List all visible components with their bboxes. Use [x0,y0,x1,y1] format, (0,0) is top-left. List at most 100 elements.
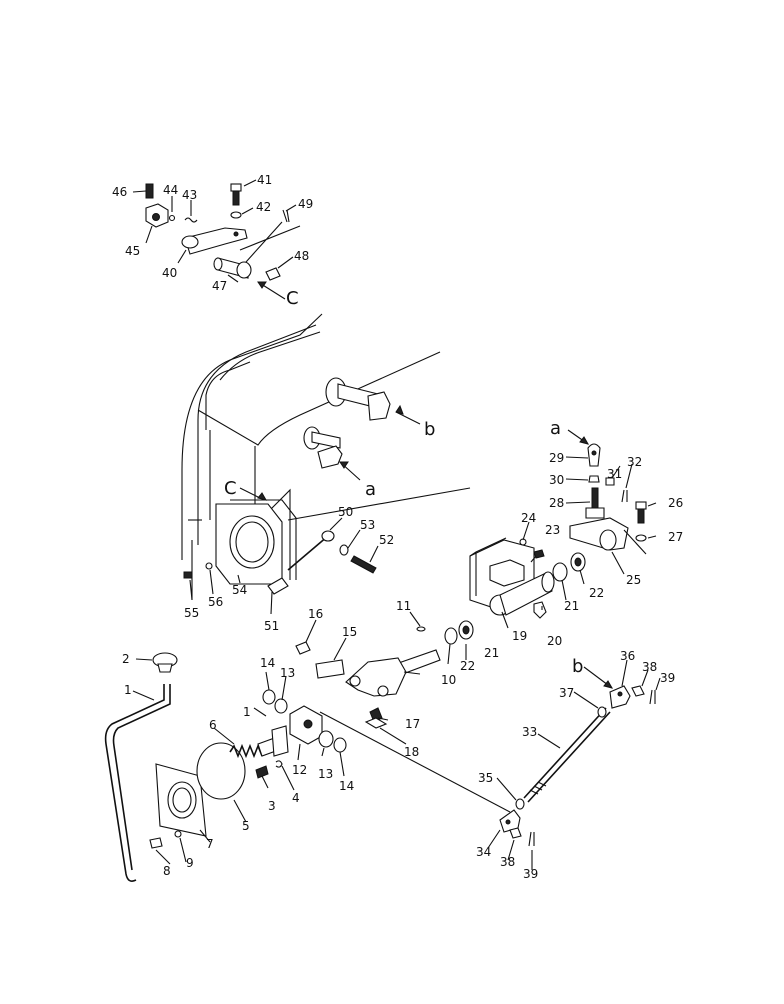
callout-36: 36 [620,649,635,663]
long-rod-line [319,711,511,813]
part-54-hole-inner [235,521,269,563]
part-31-nut [605,477,615,486]
part-18-block [364,717,388,729]
part-13-bushing-b [318,730,334,748]
part-36-clevis [609,685,631,709]
part-52-bolt [350,555,377,574]
part-20-fitting [533,601,547,619]
part-37-nut [597,706,607,718]
part-10-clevis [345,657,407,697]
callout-38-upper: 38 [642,660,657,674]
callout-1-upper: 1 [124,683,132,697]
part-30-nut [588,475,600,483]
callout-42: 42 [256,200,271,214]
callout-a-upper: a [365,479,376,500]
callout-16: 16 [308,607,323,621]
callout-18: 18 [404,745,419,759]
part-1-lever [104,684,165,882]
callout-30: 30 [549,473,564,487]
arrows-ab [339,404,404,469]
part-40-lever [184,227,248,255]
part-39-pin-b [528,831,535,847]
callout-9: 9 [186,856,194,870]
right-upper-group [565,429,657,575]
part-46-set-screw [145,183,154,199]
callout-labels: 46 44 43 41 42 49 45 40 48 47 C b a C 50… [112,173,683,881]
part-56-washer [205,562,213,570]
bracket-group [183,487,379,615]
callout-22-right: 22 [589,586,604,600]
part-9-washer [174,830,182,838]
callout-6: 6 [209,718,217,732]
part-3-bolt [255,765,269,779]
shaft-a-body [311,431,341,449]
center-group [295,521,586,745]
leaders-center [305,521,585,745]
callout-19: 19 [512,629,527,643]
callout-12: 12 [292,763,307,777]
part-19-plate [469,537,507,596]
callout-10: 10 [441,673,456,687]
leaders-right-lower [487,659,661,870]
callout-3: 3 [268,799,276,813]
callout-38-lower: 38 [500,855,515,869]
part-54-hole [229,515,275,569]
callout-37: 37 [559,686,574,700]
arrow-b [603,680,614,689]
part-55-bolt [183,571,193,579]
part-36-hole [617,691,623,697]
callout-44: 44 [163,183,178,197]
leaders-bracket [189,487,379,615]
callout-55: 55 [184,606,199,620]
part-34-hole [505,819,511,825]
part-1-plunger-flange [271,725,289,757]
callout-26: 26 [668,496,683,510]
part-7-bore-inner [172,787,192,813]
callout-47: 47 [212,279,227,293]
part-12-hole [303,719,313,729]
callout-14-right: 14 [339,779,354,793]
callout-8: 8 [163,864,171,878]
part-11-key [416,626,426,632]
left-lower-group [104,652,347,882]
callout-20: 20 [547,634,562,648]
callout-35: 35 [478,771,493,785]
callout-33: 33 [522,725,537,739]
callout-21-left: 21 [484,646,499,660]
callout-40: 40 [162,266,177,280]
callout-52: 52 [379,533,394,547]
leaders-top [132,179,297,300]
part-26-bolt-head [635,501,647,510]
callout-b-upper: b [424,419,435,440]
callout-1-lower: 1 [243,705,251,719]
part-5-disc [196,742,246,800]
callout-27: 27 [668,530,683,544]
callout-41: 41 [257,173,272,187]
part-21-bore-b [462,625,470,635]
callout-4: 4 [292,791,300,805]
callout-45: 45 [125,244,140,258]
part-10-hole-a [349,675,361,687]
callout-14-left: 14 [260,656,275,670]
shaft-a-clevis [317,445,343,469]
part-22-bore-a [574,557,582,567]
callout-39-lower: 39 [523,867,538,881]
leader-ab [339,411,421,481]
part-19-tube-end2 [541,571,555,593]
callout-48: 48 [294,249,309,263]
part-14-bushing-b [333,737,347,753]
part-53-washer [339,544,349,556]
callout-56: 56 [208,595,223,609]
callout-15: 15 [342,625,357,639]
callout-28: 28 [549,496,564,510]
part-43-spring [184,217,198,223]
callout-21-right: 21 [564,599,579,613]
part-29-hole [591,450,597,456]
part-15-pin [315,659,345,679]
callout-51: 51 [264,619,279,633]
callout-2: 2 [122,652,130,666]
part-32-pin [621,489,628,503]
part-33-thread [529,781,547,795]
part-21-bushing-a [552,562,568,582]
